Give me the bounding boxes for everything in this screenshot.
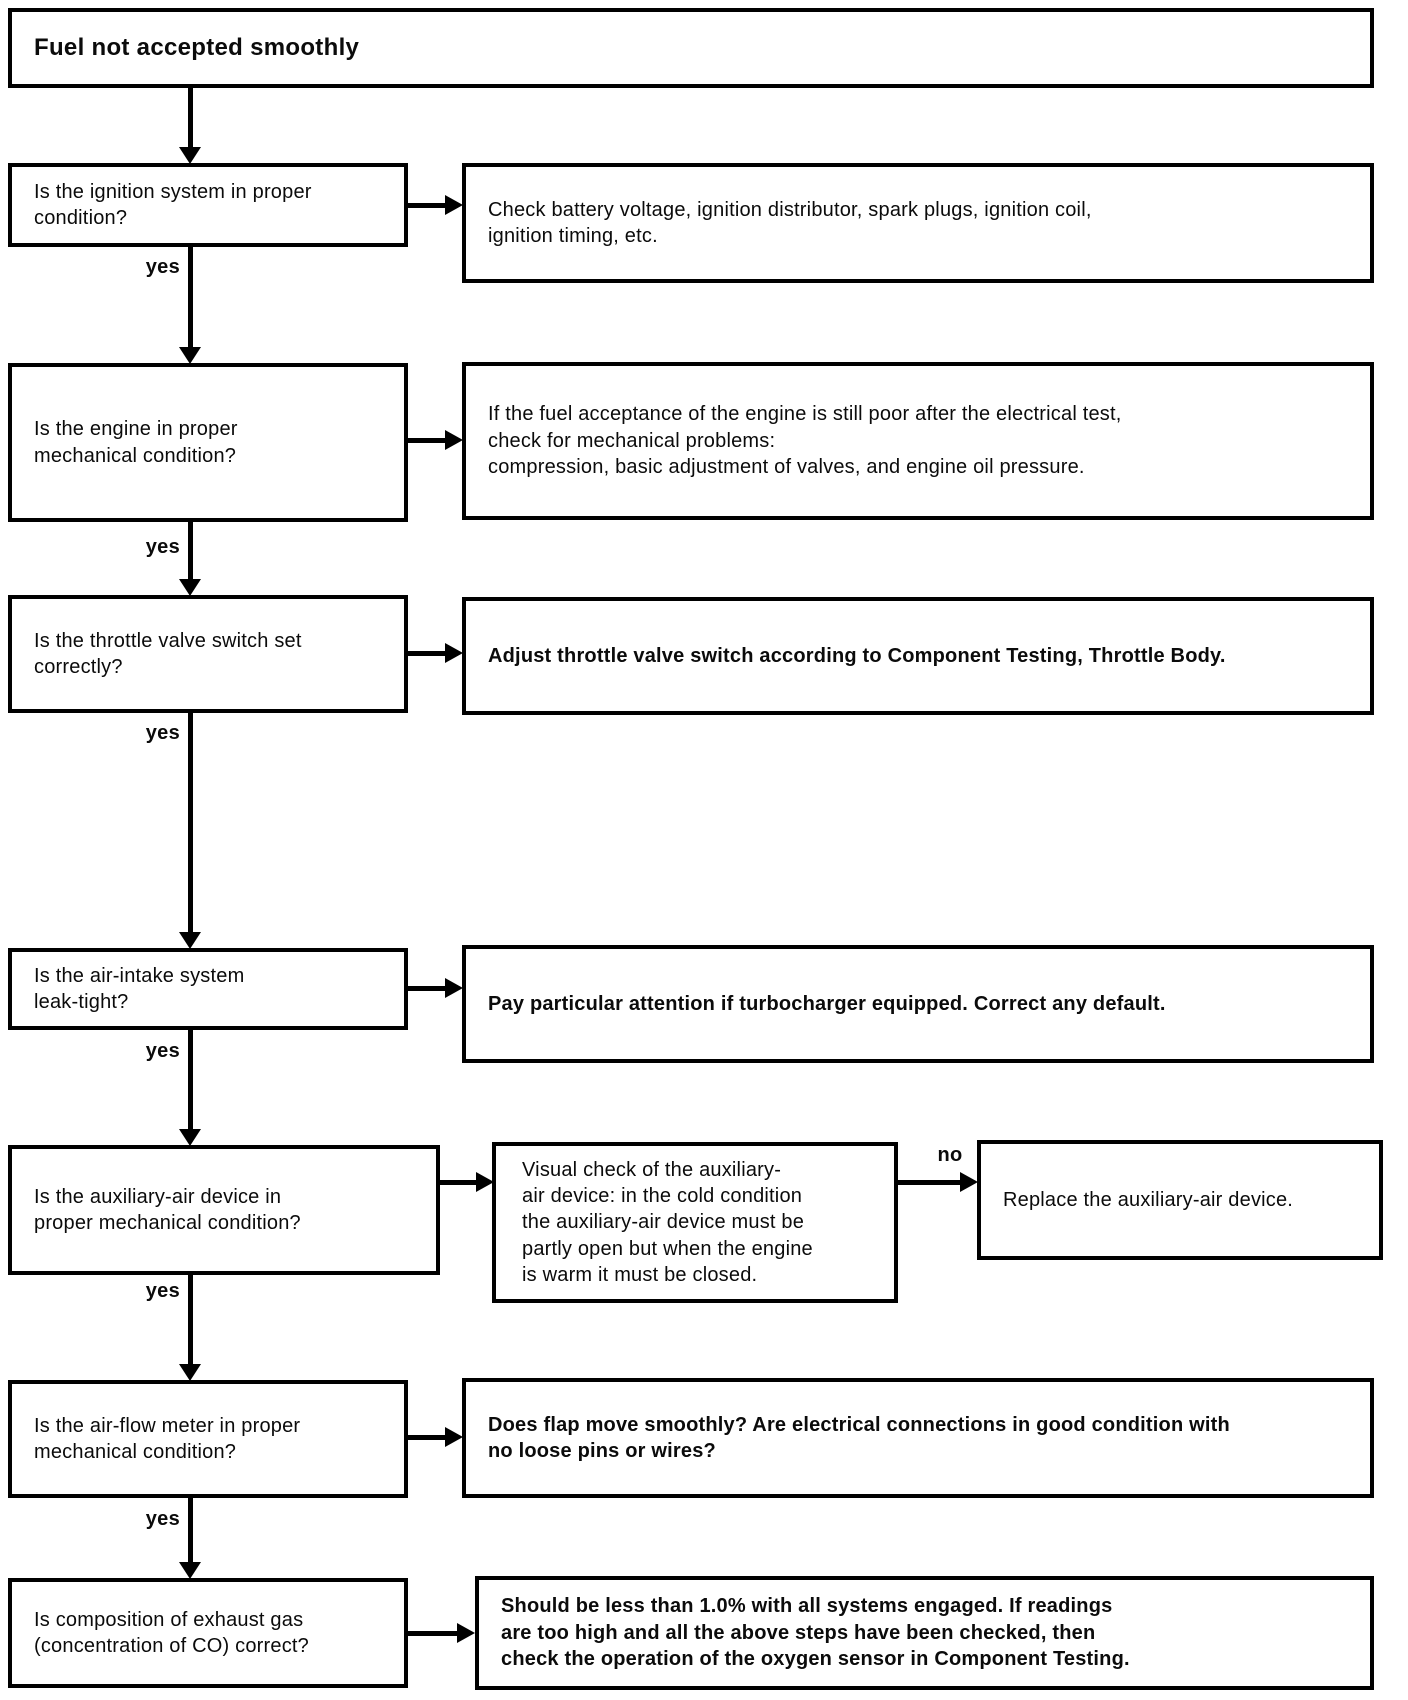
action-visual-check-auxiliary-air: Visual check of the auxiliary- air devic… xyxy=(492,1142,898,1303)
yes-label-3: yes xyxy=(145,722,180,744)
no-label: no xyxy=(937,1144,963,1166)
flow-line-q2-to-a2 xyxy=(408,438,446,443)
flow-line-q4-to-a4 xyxy=(408,986,446,991)
flow-line-q5-to-a5 xyxy=(440,1180,477,1185)
arrow-right-icon xyxy=(445,643,463,663)
flow-line-q7-to-a7 xyxy=(408,1631,458,1636)
flow-line-q3-to-q4 xyxy=(188,713,193,933)
flow-line-a5-to-b5-no xyxy=(898,1180,961,1185)
arrow-right-icon xyxy=(445,1427,463,1447)
action-check-air-flow-meter: Does flap move smoothly? Are electrical … xyxy=(462,1378,1374,1498)
arrow-down-icon xyxy=(179,1129,201,1146)
arrow-right-icon xyxy=(476,1172,494,1192)
flow-line-q6-to-a6 xyxy=(408,1435,446,1440)
arrow-down-icon xyxy=(179,932,201,949)
flow-line-title-to-q1 xyxy=(188,88,193,148)
arrow-down-icon xyxy=(179,579,201,596)
arrow-down-icon xyxy=(179,347,201,364)
yes-label-4: yes xyxy=(145,1040,180,1062)
action-replace-auxiliary-air: Replace the auxiliary-air device. xyxy=(977,1140,1383,1260)
action-adjust-throttle-switch: Adjust throttle valve switch according t… xyxy=(462,597,1374,715)
action-check-air-intake: Pay particular attention if turbocharger… xyxy=(462,945,1374,1063)
arrow-right-icon xyxy=(445,430,463,450)
decision-exhaust-gas-co: Is composition of exhaust gas (concentra… xyxy=(8,1578,408,1688)
decision-throttle-valve-switch: Is the throttle valve switch set correct… xyxy=(8,595,408,713)
flow-line-q4-to-q5 xyxy=(188,1030,193,1130)
yes-label-5: yes xyxy=(145,1280,180,1302)
arrow-right-icon xyxy=(457,1623,475,1643)
arrow-down-icon xyxy=(179,1562,201,1579)
arrow-right-icon xyxy=(960,1172,978,1192)
yes-label-1: yes xyxy=(145,256,180,278)
action-check-ignition: Check battery voltage, ignition distribu… xyxy=(462,163,1374,283)
flow-line-q1-to-a1 xyxy=(408,203,446,208)
yes-label-6: yes xyxy=(145,1508,180,1530)
arrow-down-icon xyxy=(179,147,201,164)
action-check-mechanical: If the fuel acceptance of the engine is … xyxy=(462,362,1374,520)
flow-line-q2-to-q3 xyxy=(188,522,193,580)
arrow-down-icon xyxy=(179,1364,201,1381)
decision-air-intake-leak: Is the air-intake system leak-tight? xyxy=(8,948,408,1030)
decision-ignition-system: Is the ignition system in proper conditi… xyxy=(8,163,408,247)
arrow-right-icon xyxy=(445,195,463,215)
flow-line-q1-to-q2 xyxy=(188,247,193,348)
flow-line-q3-to-a3 xyxy=(408,651,446,656)
decision-engine-mechanical: Is the engine in proper mechanical condi… xyxy=(8,363,408,522)
decision-air-flow-meter: Is the air-flow meter in proper mechanic… xyxy=(8,1380,408,1498)
decision-auxiliary-air-device: Is the auxiliary-air device in proper me… xyxy=(8,1145,440,1275)
yes-label-2: yes xyxy=(145,536,180,558)
action-check-co-reading: Should be less than 1.0% with all system… xyxy=(475,1576,1374,1690)
flow-line-q6-to-q7 xyxy=(188,1498,193,1563)
title-box: Fuel not accepted smoothly xyxy=(8,8,1374,88)
arrow-right-icon xyxy=(445,978,463,998)
flow-line-q5-to-q6 xyxy=(188,1275,193,1365)
